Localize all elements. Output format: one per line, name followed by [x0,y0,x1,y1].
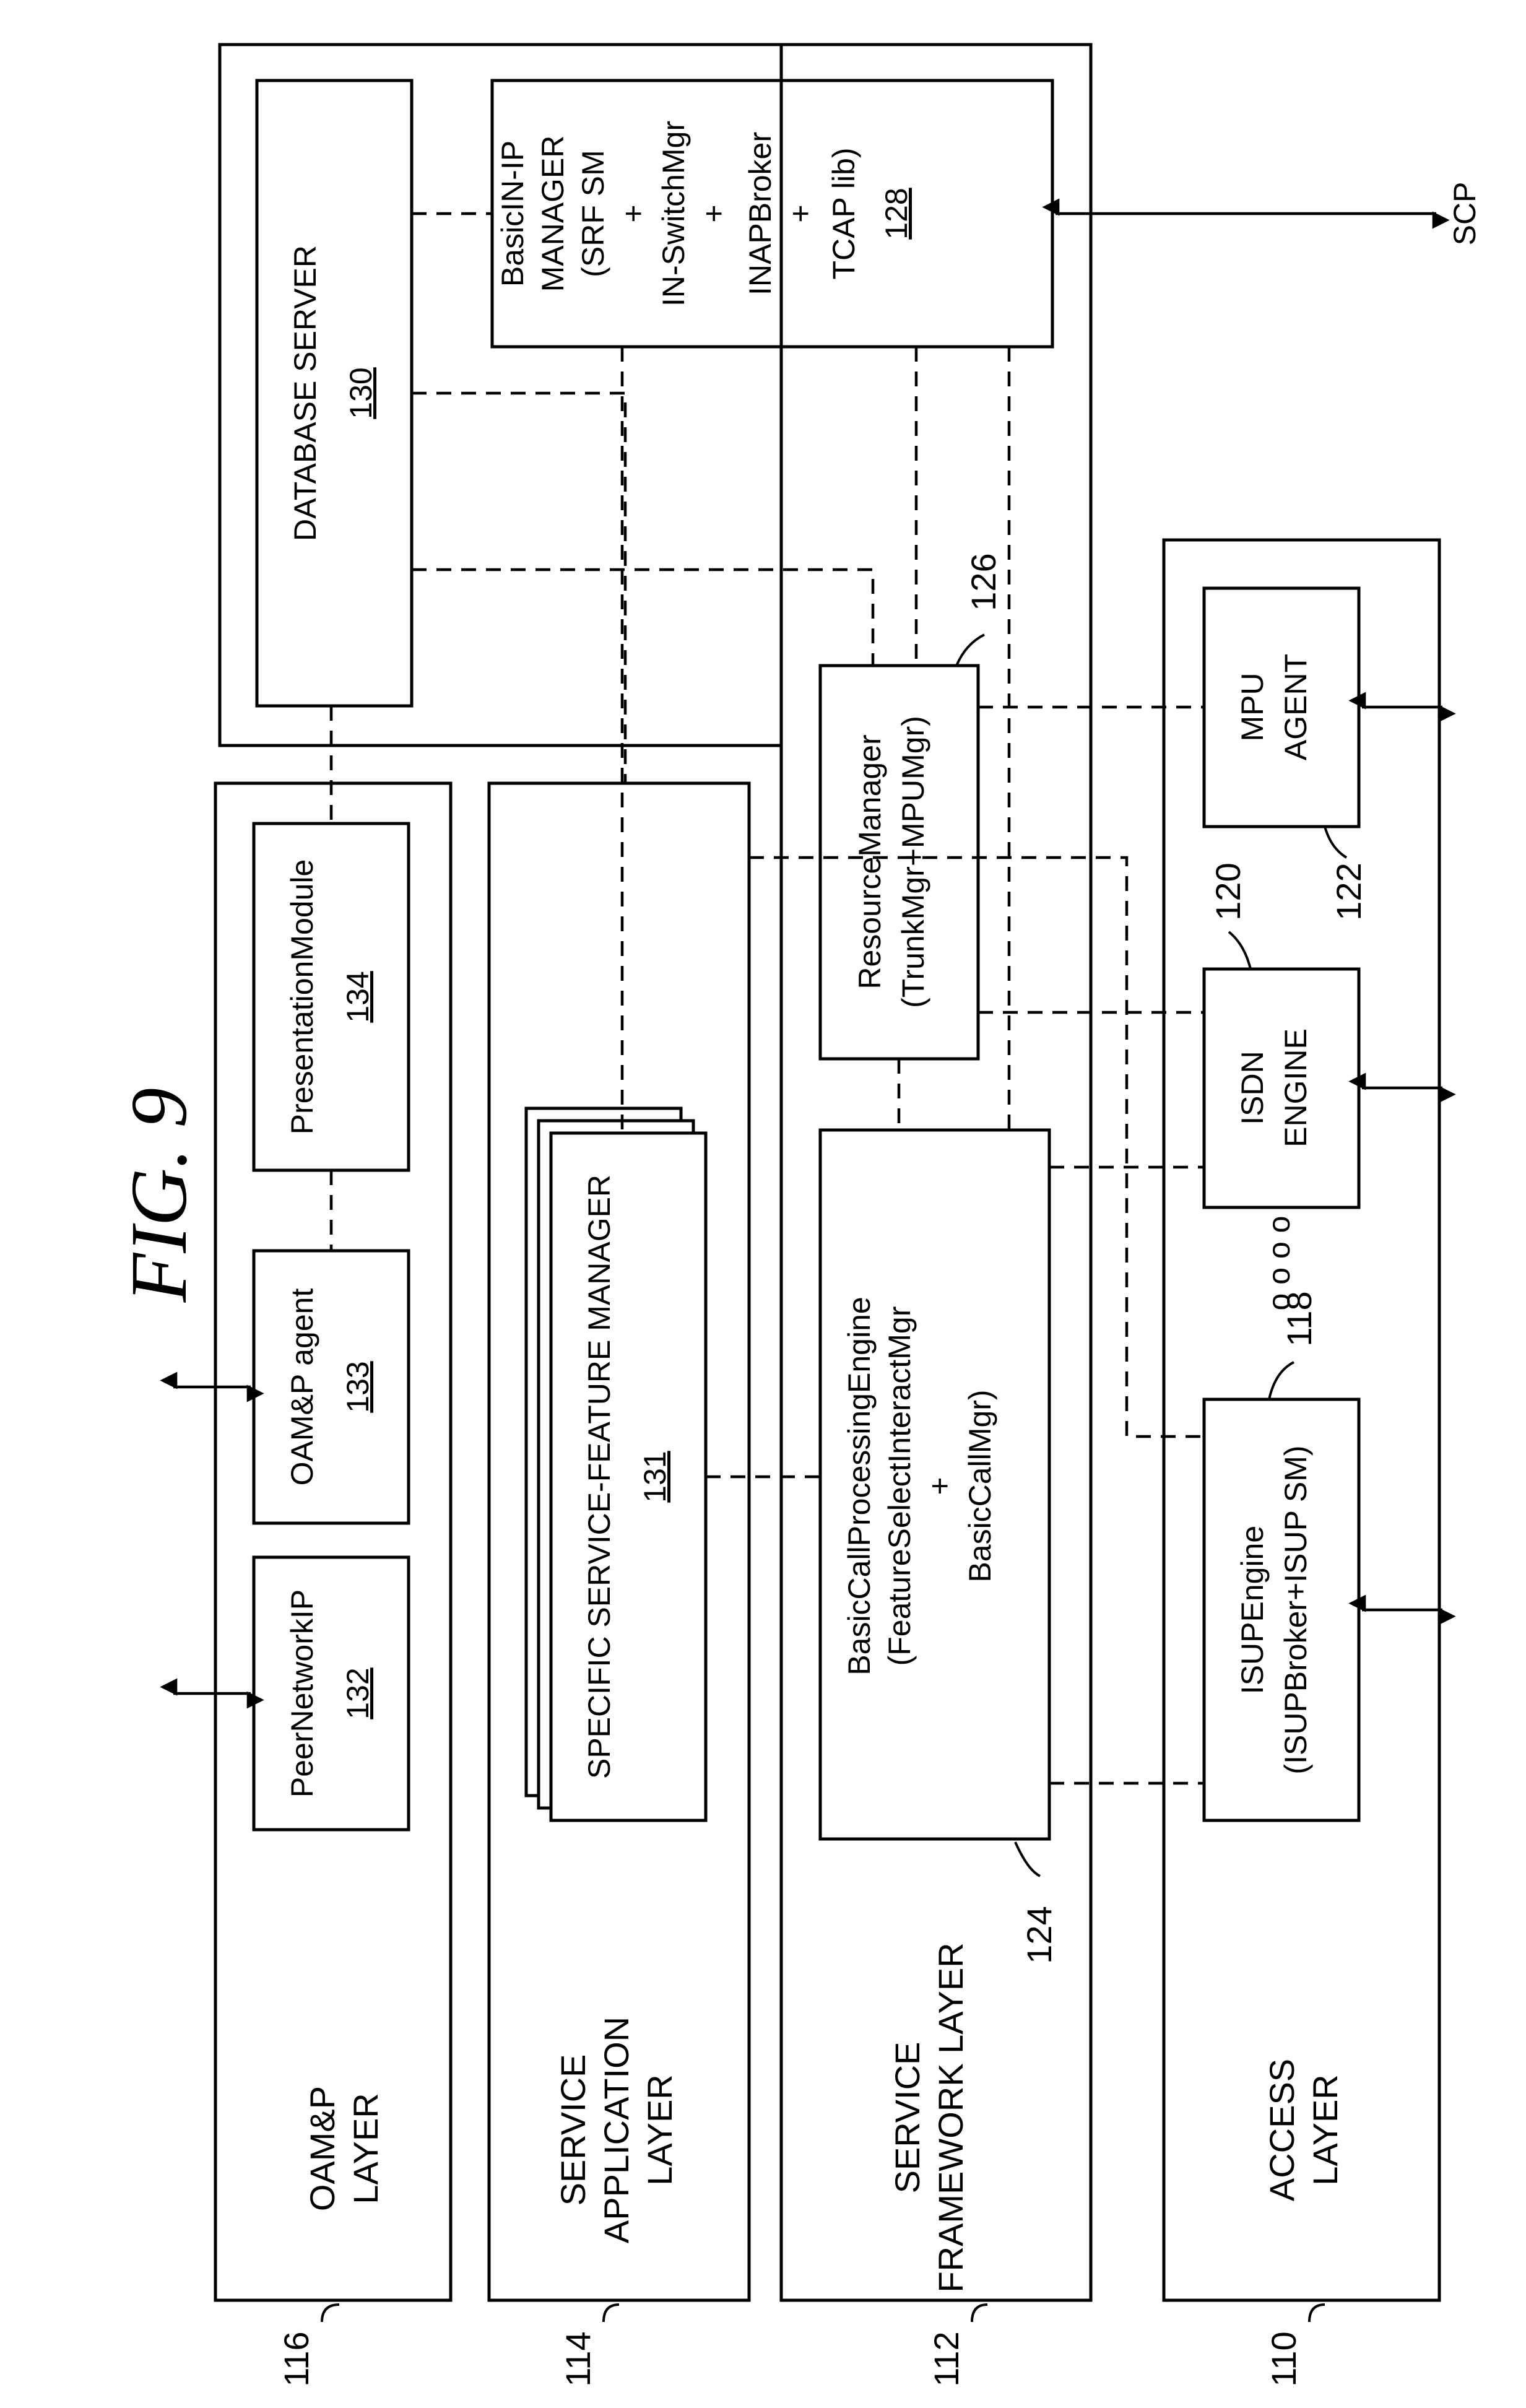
biim-line-2: MANAGER [535,136,570,292]
leader-120 [1229,932,1251,969]
service-framework-label-1: SERVICE [888,2042,927,2194]
conn-database-framework [412,393,625,783]
access-layer-label-1: ACCESS [1262,2059,1301,2201]
bcpe-line-3: + [922,1477,957,1495]
service-framework-label-2: FRAMEWORK LAYER [931,1942,970,2292]
ref-120: 120 [1208,863,1247,920]
leader-114 [604,2305,619,2322]
biim-line-7: INAPBroker [743,132,778,295]
presentation-module-ref: 134 [340,971,375,1022]
biim-line-3: (SRF SM [576,150,610,277]
ref-124: 124 [1020,1906,1059,1963]
access-layer-label-2: LAYER [1306,2074,1345,2185]
ref-114: 114 [558,2331,597,2386]
mpu-agent-line-2: AGENT [1278,654,1313,760]
biim-line-1: BasicIN-IP [495,141,530,287]
ref-126: 126 [964,553,1003,611]
isup-engine-line-2: (ISUPBroker+ISUP SM) [1278,1445,1313,1774]
oamp-layer-label-2: LAYER [346,2093,385,2204]
ellipsis: o o o o [1262,1216,1296,1311]
isdn-engine-line-1: ISDN [1235,1051,1270,1124]
database-server-ref: 130 [344,367,378,419]
service-application-label-2: APPLICATION [597,2017,636,2243]
peer-network-ip-label: PeerNetworkIP [285,1589,319,1797]
leader-116 [322,2305,339,2322]
specific-service-feature-manager-box [551,1133,706,1820]
oamp-layer-box [215,783,451,2300]
biim-line-4: + [616,204,651,222]
biim-line-8: + [783,204,818,222]
biim-line-6: + [696,204,731,222]
biim-ref: 128 [879,188,914,239]
presentation-module-label: PresentationModule [285,859,319,1135]
oamp-layer-label-1: OAM&P [303,2086,342,2211]
bcpe-line-4: BasicCallMgr) [963,1389,997,1582]
service-application-label-1: SERVICE [553,2054,592,2206]
resource-manager-line-2: (TrunkMgr+MPUMgr) [896,716,930,1008]
bcpe-line-1: BasicCallProcessingEngine [842,1297,877,1675]
ssfm-ref: 131 [638,1451,672,1502]
mpu-agent-line-1: MPU [1235,672,1270,741]
database-server-label: DATABASE SERVER [288,245,323,541]
biim-line-5: IN-SwitchMgr [656,121,691,306]
ref-112: 112 [927,2331,966,2386]
ref-110: 110 [1264,2331,1303,2386]
leader-110 [1309,2305,1325,2322]
isup-engine-line-1: ISUPEngine [1235,1526,1270,1694]
biim-line-9: TCAP lib) [826,147,861,279]
scp-label: SCP [1447,182,1482,246]
leader-126 [956,635,984,666]
ref-116: 116 [277,2331,316,2386]
figure-title: FIG. 9 [115,1088,204,1303]
conn-database-resource-manager [412,570,873,666]
oamp-agent-label: OAM&P agent [285,1289,319,1486]
oamp-agent-ref: 133 [340,1361,375,1412]
peer-network-ip-box [254,1557,409,1830]
isdn-engine-line-2: ENGINE [1278,1028,1313,1147]
leader-112 [972,2305,987,2322]
ref-122: 122 [1329,863,1368,920]
oamp-agent-box [254,1251,409,1523]
database-server-box [257,80,412,706]
peer-network-ip-ref: 132 [340,1667,375,1719]
presentation-module-box [254,824,409,1170]
resource-manager-line-1: ResourceManager [852,734,887,989]
bcpe-line-2: (FeatureSelectInteractMgr [882,1306,917,1666]
leader-124 [1015,1842,1040,1876]
leader-118 [1269,1362,1294,1399]
service-application-label-3: LAYER [640,2074,679,2185]
ssfm-label: SPECIFIC SERVICE-FEATURE MANAGER [582,1175,617,1779]
leader-122 [1325,827,1346,858]
